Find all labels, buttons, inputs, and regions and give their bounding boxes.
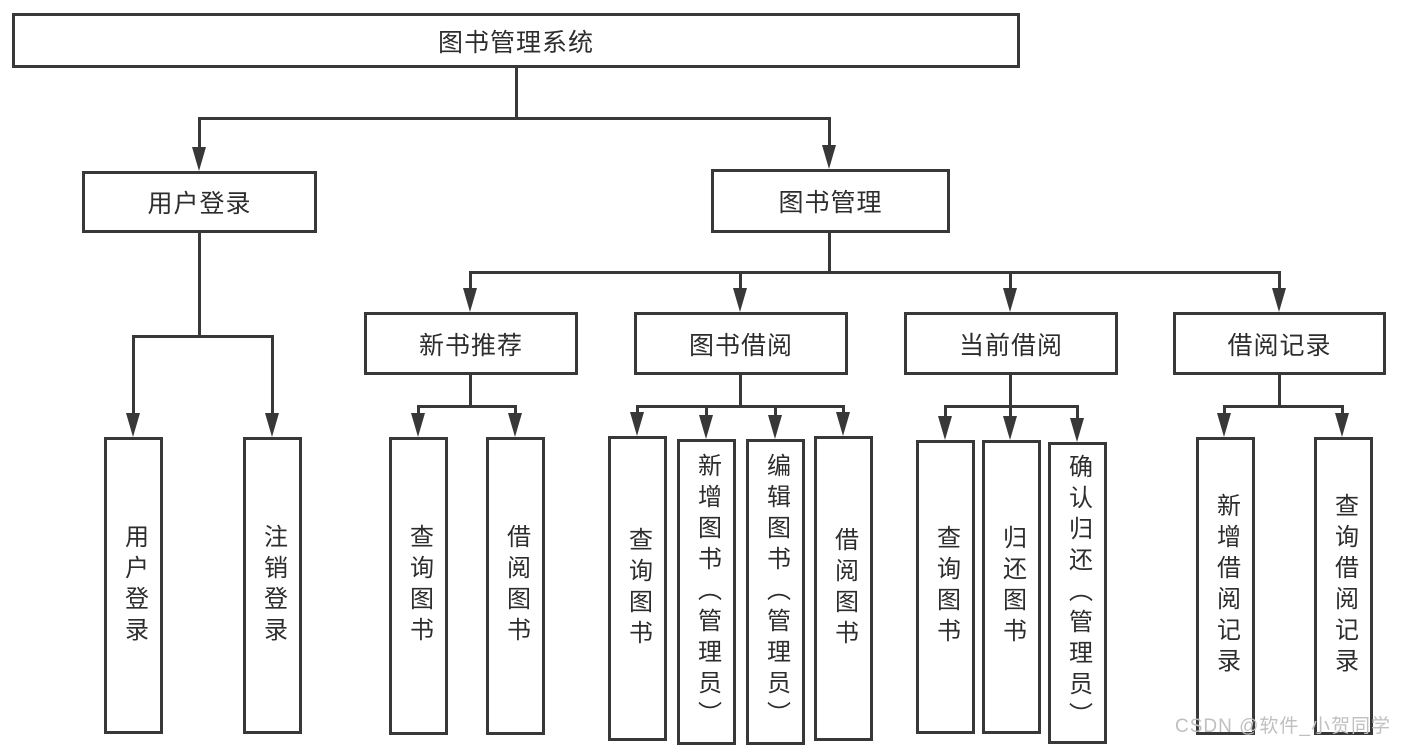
node-root-label: 图书管理系统 — [437, 28, 594, 57]
leaf-label: 确认归还（管理员） — [1064, 453, 1092, 733]
connector-line-vertical — [828, 233, 831, 273]
leaf-query-books-1: 查询图书 — [389, 437, 448, 735]
arrow-down-icon — [192, 147, 206, 171]
leaf-label: 用户登录 — [120, 523, 148, 648]
node-borrow-records: 借阅记录 — [1173, 312, 1386, 375]
node-borrow-records-label: 借阅记录 — [1227, 331, 1332, 360]
connector-line-vertical — [1076, 405, 1079, 426]
leaf-add-books-admin: 新增图书（管理员） — [677, 439, 736, 745]
connector-line-vertical — [271, 335, 274, 419]
connector-line-vertical — [739, 375, 742, 408]
arrow-down-icon — [1335, 413, 1349, 437]
leaf-label: 借阅图书 — [830, 526, 858, 651]
arrow-down-icon — [836, 412, 850, 436]
arrow-down-icon — [733, 288, 747, 312]
connector-line-vertical — [469, 375, 472, 408]
connector-line-horizontal — [198, 117, 831, 120]
leaf-label: 查询图书 — [932, 525, 960, 649]
node-book-management-label: 图书管理 — [778, 189, 883, 217]
arrow-down-icon — [126, 413, 140, 437]
arrow-down-icon — [411, 413, 425, 437]
connector-line-vertical — [944, 405, 947, 424]
arrow-down-icon — [699, 415, 713, 439]
node-current-borrow: 当前借阅 — [904, 312, 1118, 375]
leaf-logout: 注销登录 — [243, 437, 302, 734]
arrow-down-icon — [630, 412, 644, 436]
arrow-down-icon — [508, 413, 522, 437]
connector-line-horizontal — [944, 405, 1079, 408]
connector-line-vertical — [705, 405, 708, 421]
leaf-add-borrow-record: 新增借阅记录 — [1196, 437, 1255, 735]
leaf-label: 借阅图书 — [502, 524, 530, 648]
watermark-text: CSDN @软件_小贺同学 — [1175, 716, 1391, 737]
node-user-login-label: 用户登录 — [147, 190, 252, 218]
node-user-login: 用户登录 — [82, 171, 317, 233]
connector-line-vertical — [1009, 271, 1012, 296]
arrow-down-icon — [265, 413, 279, 437]
connector-line-vertical — [739, 271, 742, 296]
node-current-borrow-label: 当前借阅 — [958, 331, 1063, 360]
connector-line-vertical — [198, 233, 201, 338]
leaf-edit-books-admin: 编辑图书（管理员） — [746, 439, 805, 745]
arrow-down-icon — [1272, 288, 1286, 312]
connector-line-horizontal — [636, 405, 845, 408]
connector-line-vertical — [828, 117, 831, 151]
connector-line-vertical — [1278, 271, 1281, 296]
leaf-label: 查询借阅记录 — [1330, 493, 1358, 679]
arrow-down-icon — [1217, 413, 1231, 437]
connector-line-vertical — [1009, 405, 1012, 424]
node-book-management: 图书管理 — [711, 169, 950, 233]
node-root: 图书管理系统 — [12, 13, 1020, 68]
leaf-return-books: 归还图书 — [982, 440, 1041, 734]
arrow-down-icon — [1070, 418, 1084, 442]
connector-line-horizontal — [417, 405, 517, 408]
node-new-book-recommend-label: 新书推荐 — [418, 331, 523, 360]
leaf-query-borrow-record: 查询借阅记录 — [1314, 437, 1373, 735]
leaf-label: 新增图书（管理员） — [693, 452, 721, 732]
connector-line-vertical — [514, 68, 518, 120]
leaf-query-books-2: 查询图书 — [608, 436, 667, 741]
node-new-book-recommend: 新书推荐 — [364, 312, 578, 375]
leaf-label: 注销登录 — [259, 523, 287, 648]
arrow-down-icon — [768, 415, 782, 439]
connector-line-horizontal — [1223, 405, 1344, 408]
connector-line-vertical — [469, 271, 472, 296]
connector-line-vertical — [1009, 375, 1012, 406]
arrow-down-icon — [463, 288, 477, 312]
connector-line-vertical — [774, 405, 777, 421]
leaf-borrow-books-1: 借阅图书 — [486, 437, 545, 735]
arrow-down-icon — [938, 416, 952, 440]
connector-line-vertical — [198, 117, 201, 151]
connector-line-vertical — [1278, 375, 1281, 406]
connector-line-horizontal — [469, 271, 1281, 274]
leaf-label: 归还图书 — [998, 525, 1026, 649]
connector-line-horizontal — [132, 335, 274, 338]
arrow-down-icon — [1003, 416, 1017, 440]
connector-line-vertical — [132, 335, 135, 419]
leaf-label: 查询图书 — [624, 526, 652, 651]
leaf-query-books-3: 查询图书 — [916, 440, 975, 734]
node-book-borrow: 图书借阅 — [634, 312, 848, 375]
leaf-confirm-return-admin: 确认归还（管理员） — [1048, 442, 1107, 744]
leaf-user-login: 用户登录 — [104, 437, 163, 734]
leaf-label: 编辑图书（管理员） — [762, 452, 790, 732]
leaf-borrow-books-2: 借阅图书 — [814, 436, 873, 741]
leaf-label: 查询图书 — [405, 524, 433, 648]
node-book-borrow-label: 图书借阅 — [688, 331, 793, 360]
leaf-label: 新增借阅记录 — [1212, 493, 1240, 679]
arrow-down-icon — [822, 145, 836, 169]
arrow-down-icon — [1003, 288, 1017, 312]
